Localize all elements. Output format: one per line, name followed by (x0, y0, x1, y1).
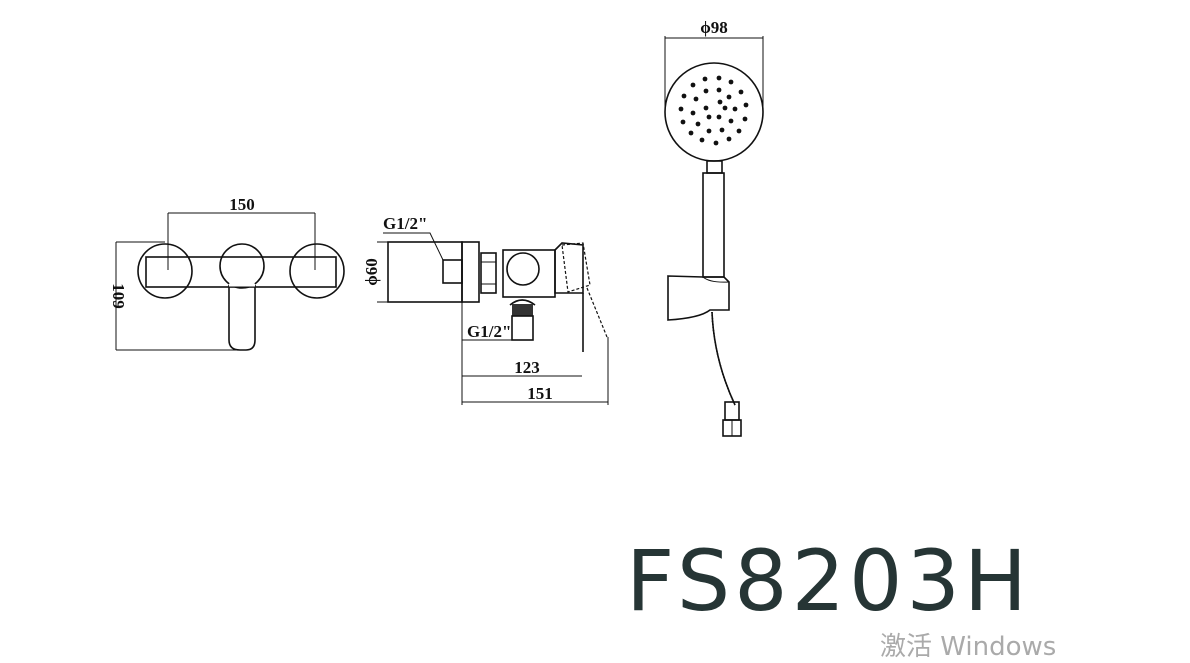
windows-activation-watermark: 激活 Windows (880, 632, 1057, 662)
nozzle-dot (722, 105, 728, 111)
mixer-front-view: 150 109 (109, 195, 345, 351)
model-number: FS8203H (626, 532, 1032, 630)
nozzle-dot (716, 114, 722, 120)
dimension-body-diameter: ϕ60 (362, 258, 381, 286)
nozzle-dot (690, 110, 696, 116)
nozzle-dot (703, 105, 709, 111)
dimension-depth-inner: 123 (514, 358, 540, 377)
nozzle-dot (716, 87, 722, 93)
nozzle-dot (719, 127, 725, 133)
nozzle-dot (717, 99, 723, 105)
nozzle-dot (690, 82, 696, 88)
dimension-inlet-thread: G1/2" (383, 214, 427, 233)
spray-nozzles (678, 75, 749, 146)
dimension-head-diameter: ϕ98 (700, 18, 728, 37)
nozzle-dot (706, 114, 712, 120)
nozzle-dot (732, 106, 738, 112)
nozzle-dot (726, 94, 732, 100)
nozzle-dot (728, 79, 734, 85)
nozzle-dot (742, 116, 748, 122)
nozzle-dot (702, 76, 708, 82)
nozzle-dot (736, 128, 742, 134)
dimension-front-height: 109 (109, 283, 128, 309)
hand-shower: ϕ98 (664, 18, 764, 437)
nozzle-dot (738, 89, 744, 95)
nozzle-dot (716, 75, 722, 81)
dimension-outlet-thread: G1/2" (467, 322, 511, 341)
nozzle-dot (680, 119, 686, 125)
nozzle-dot (695, 121, 701, 127)
nozzle-dot (678, 106, 684, 112)
nozzle-dot (693, 96, 699, 102)
nozzle-dot (703, 88, 709, 94)
nozzle-dot (728, 118, 734, 124)
nozzle-dot (726, 136, 732, 142)
nozzle-dot (706, 128, 712, 134)
nozzle-dot (713, 140, 719, 146)
nozzle-dot (699, 137, 705, 143)
nozzle-dot (681, 93, 687, 99)
nozzle-dot (688, 130, 694, 136)
dimension-front-width: 150 (229, 195, 255, 214)
dimension-depth-total: 151 (527, 384, 553, 403)
nozzle-dot (743, 102, 749, 108)
mixer-side-view: G1/2" ϕ60 G1/2" 123 151 (362, 214, 609, 405)
